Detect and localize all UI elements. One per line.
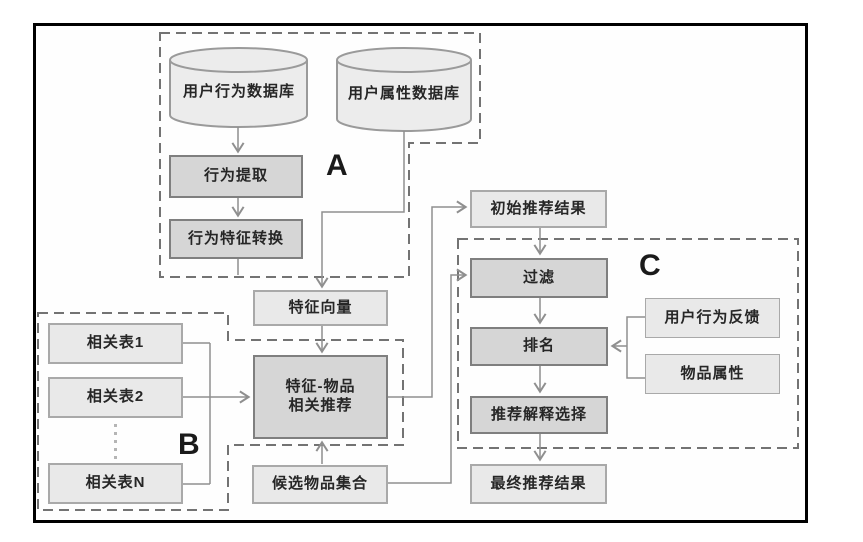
node-feature-item-line1: 特征-物品: [285, 378, 356, 396]
node-related-table-1: 相关表1: [48, 323, 183, 364]
node-feature-item-line2: 相关推荐: [288, 397, 353, 414]
region-a-label: A: [326, 149, 348, 182]
node-related-table-n: 相关表N: [48, 463, 183, 504]
region-c-label: C: [639, 249, 661, 282]
node-feature-vector: 特征向量: [253, 290, 388, 326]
node-user-behavior-feedback: 用户行为反馈: [645, 298, 780, 338]
region-c-dashed-border: [457, 238, 799, 449]
node-item-attribute: 物品属性: [645, 354, 780, 394]
node-feature-item-recommend: 特征-物品 相关推荐: [253, 355, 388, 439]
user-attribute-db-label: 用户属性数据库: [347, 84, 460, 102]
region-b-dashed-border: [37, 312, 404, 511]
node-final-recommend-result: 最终推荐结果: [470, 464, 607, 504]
region-a-dashed-border: [159, 32, 481, 278]
user-behavior-db-label: 用户行为数据库: [182, 82, 295, 100]
node-ranking: 排名: [470, 327, 608, 366]
connector-lines: [183, 127, 645, 485]
node-related-table-2: 相关表2: [48, 377, 183, 418]
user-behavior-db-cylinder: [169, 47, 308, 128]
user-attribute-db-cylinder: [336, 47, 472, 132]
node-recommend-explanation-selection: 推荐解释选择: [470, 396, 608, 434]
node-candidate-item-set: 候选物品集合: [252, 465, 388, 504]
node-behavior-extraction: 行为提取: [169, 155, 303, 198]
region-b-label: B: [178, 428, 200, 461]
node-filter: 过滤: [470, 258, 608, 298]
node-behavior-feature-conversion: 行为特征转换: [169, 219, 303, 259]
node-initial-recommend-result: 初始推荐结果: [470, 190, 607, 228]
